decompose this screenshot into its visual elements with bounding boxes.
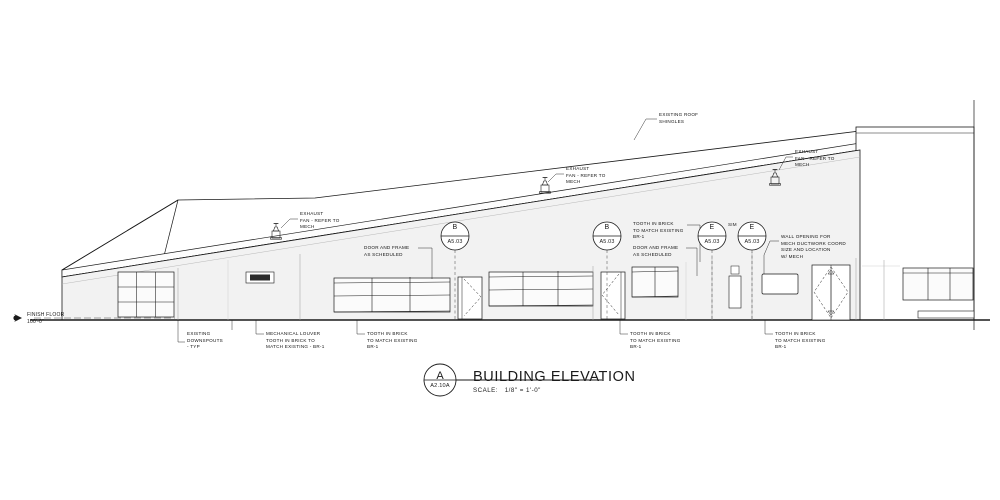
note-mechanical-louver: MECHANICAL LOUVER TOOTH IN BRICK TO MATC…	[266, 331, 325, 350]
note-tooth-brick-upper: TOOTH IN BRICK TO MATCH EXISTING BR-1	[633, 221, 684, 240]
bubble-e-right-sheet: A5.03	[744, 238, 760, 245]
leader-downspouts	[177, 320, 185, 343]
leader-fan-right	[778, 156, 793, 171]
note-door-frame-left: DOOR AND FRAME AS SCHEDULED	[364, 245, 410, 257]
title-detail-letter: A	[436, 370, 444, 382]
leader-tooth-2	[619, 320, 628, 335]
band-a-head	[333, 281, 451, 284]
right-wing-window-frame	[902, 267, 974, 301]
band-a-rail	[333, 294, 451, 297]
right-wing-base-band	[917, 310, 975, 319]
note-tooth-brick-2: TOOTH IN BRICK TO MATCH EXISTING BR-1	[630, 331, 681, 350]
bubble-e-left[interactable]	[697, 221, 727, 320]
window-band-c	[631, 266, 679, 298]
window-grid-frame	[117, 271, 175, 318]
note-existing-downspouts: EXISTING DOWNSPOUTS - TYP	[187, 331, 223, 350]
bubble-b-left[interactable]	[440, 221, 470, 320]
bubble-e-left-sheet: A5.03	[704, 238, 720, 245]
leader-door-left	[418, 247, 433, 279]
band-a-sill	[333, 310, 451, 313]
note-wall-opening-mech: WALL OPENING FOR MECH DUCTWORK COORD SIZ…	[781, 234, 846, 259]
note-exhaust-fan-middle: EXHAUST FAN - REFER TO MECH	[566, 166, 606, 185]
title-sheet-number: A2.10A	[430, 383, 450, 389]
roof-hip-line	[61, 199, 179, 271]
bubble-e-left-sim: SIM	[728, 222, 737, 227]
bubble-b-right-sheet: A5.03	[599, 238, 615, 245]
band-b-head	[488, 275, 594, 278]
bubble-b-right-letter: B	[604, 224, 610, 231]
double-door-swing-diamond	[813, 266, 849, 319]
note-tooth-brick-1: TOOTH IN BRICK TO MATCH EXISTING BR-1	[367, 331, 418, 350]
leader-louver	[255, 320, 264, 335]
leader-fan-left	[280, 218, 298, 229]
mech-ductwork-wall-opening	[761, 273, 799, 295]
band-c-sill	[631, 295, 679, 298]
narrow-opening-frame	[728, 275, 742, 309]
window-grid-left	[117, 271, 175, 318]
right-wing-openings	[862, 260, 975, 320]
scale-label: SCALE:	[473, 387, 499, 394]
bubble-e-right[interactable]	[737, 221, 767, 320]
leader-roof-shingles	[633, 118, 657, 141]
note-door-frame-right: DOOR AND FRAME AS SCHEDULED	[633, 245, 679, 257]
leader-lines	[177, 118, 793, 343]
door-right-leaf	[600, 271, 626, 320]
door-right-swing-arc	[601, 273, 620, 316]
leader-tooth-1	[356, 320, 365, 335]
leader-tooth-upper	[687, 224, 701, 262]
bubble-b-left-sheet: A5.03	[447, 238, 463, 245]
note-exhaust-fan-right: EXHAUST FAN - REFER TO MECH	[795, 149, 835, 168]
bubble-b-left-letter: B	[452, 224, 458, 231]
louver-blades	[250, 274, 270, 281]
note-exhaust-fan-left: EXHAUST FAN - REFER TO MECH	[300, 211, 340, 230]
title-block-mark	[423, 363, 602, 397]
leader-wall-opening	[763, 240, 779, 274]
finish-floor-line2: 100'-0"	[27, 318, 44, 325]
callout-bubble-group	[440, 221, 767, 320]
bubble-e-left-letter: E	[709, 224, 715, 231]
scale-value: 1/8" = 1'-0"	[504, 387, 541, 394]
wall-top-band	[61, 156, 861, 285]
drawing-title: BUILDING ELEVATION	[473, 369, 636, 385]
leader-door-right	[686, 247, 698, 276]
narrow-opening-head	[730, 265, 740, 275]
finish-floor-line1: FINISH FLOOR	[27, 312, 65, 318]
leader-tooth-3	[764, 320, 773, 335]
band-b-sill	[488, 304, 594, 307]
double-door-right-wing	[811, 258, 857, 321]
mech-opening-rect	[761, 273, 799, 295]
datum-dot	[13, 315, 19, 321]
note-tooth-brick-3: TOOTH IN BRICK TO MATCH EXISTING BR-1	[775, 331, 826, 350]
door-right	[600, 271, 626, 320]
wall-control-joints-left	[177, 254, 301, 320]
note-existing-roof-shingles: EXISTING ROOF SHINGLES	[659, 112, 699, 124]
mechanical-louver	[245, 271, 275, 284]
leader-fan-middle	[547, 173, 564, 183]
door-left-swing-arc	[463, 278, 482, 317]
window-band-a	[333, 277, 451, 313]
bubble-e-right-letter: E	[749, 224, 755, 231]
drawing-scale: SCALE: 1/8" = 1'-0"	[473, 387, 541, 394]
band-b-rail	[488, 288, 594, 291]
narrow-wall-opening	[728, 265, 742, 309]
window-band-b	[488, 266, 594, 320]
bubble-b-right[interactable]	[592, 221, 622, 320]
door-left-leaf	[457, 276, 483, 320]
door-left	[457, 276, 483, 320]
